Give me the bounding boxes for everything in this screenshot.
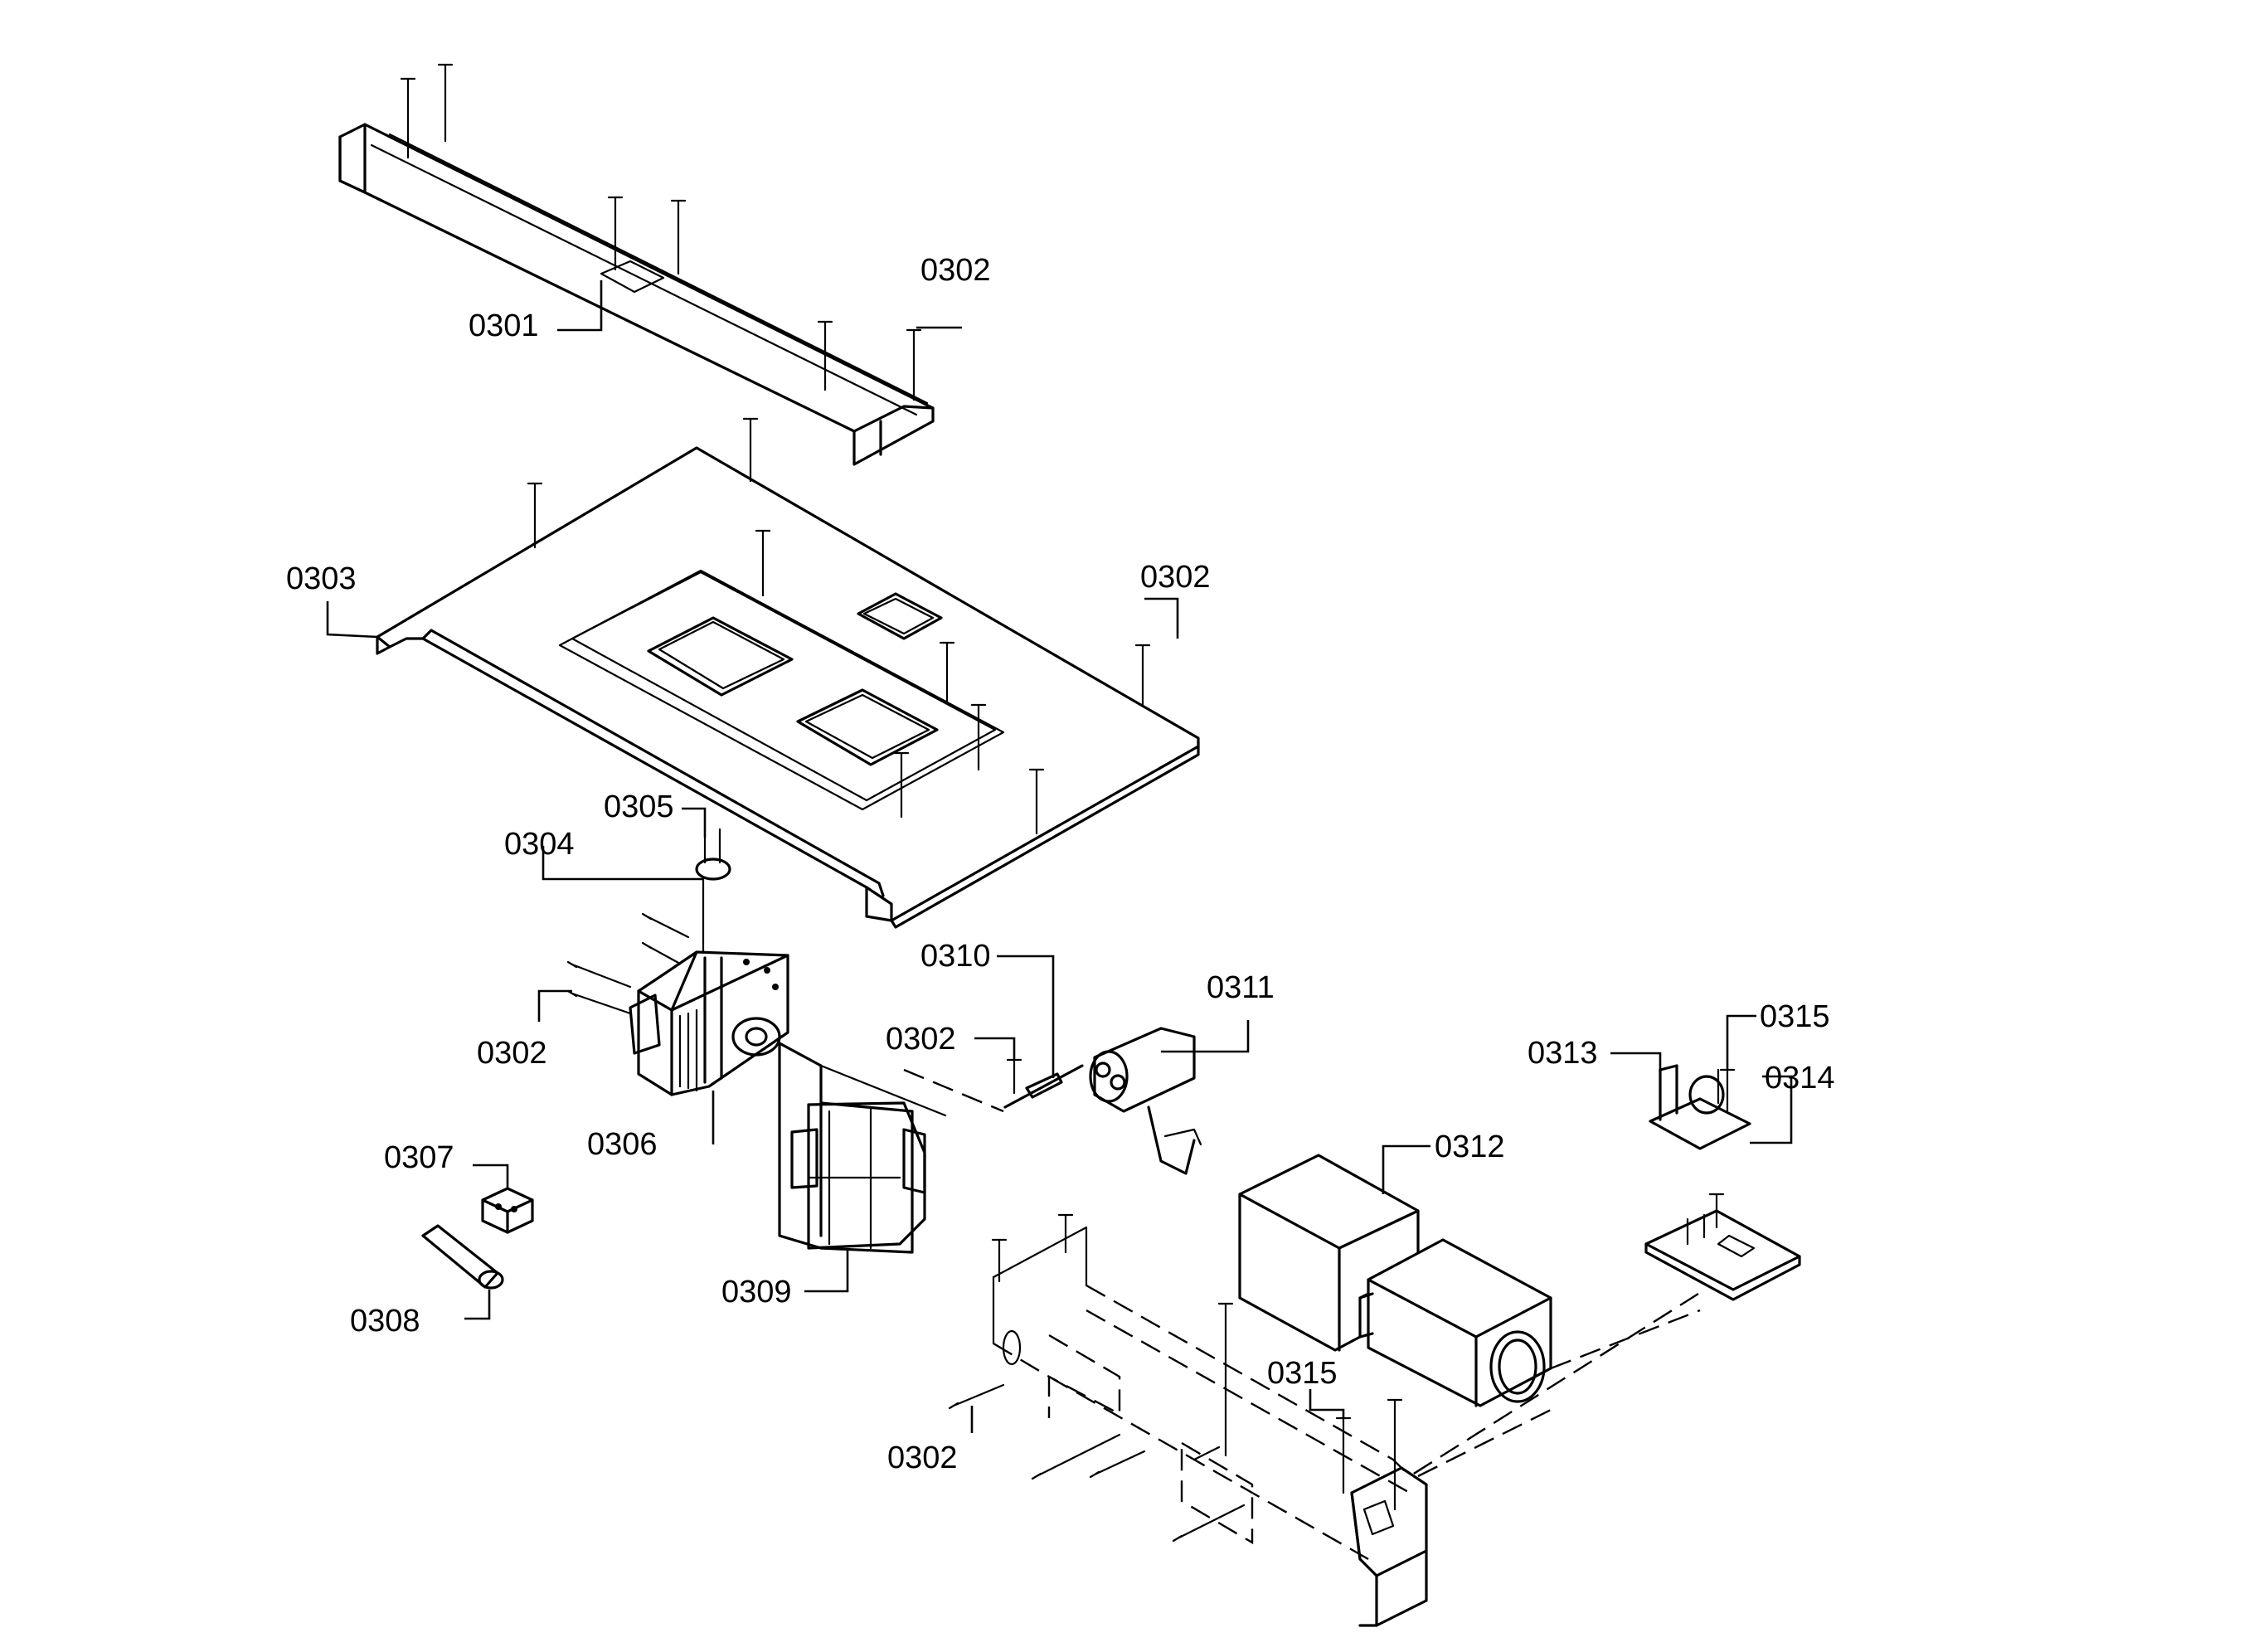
leader-lines: [326, 280, 1793, 1433]
callout-0307: 0307: [384, 1140, 454, 1175]
callout-0315-top: 0315: [1760, 999, 1830, 1034]
top-plate: [376, 446, 1200, 929]
control-bracket: [992, 1226, 1428, 1627]
hv-capacitor: [1089, 1027, 1202, 1175]
top-vent-rail: [338, 123, 935, 466]
callout-0313: 0313: [1528, 1036, 1598, 1071]
callout-0301: 0301: [469, 309, 539, 343]
rail-screws: [400, 63, 922, 401]
callout-0308: 0308: [350, 1304, 420, 1339]
callout-0311: 0311: [1207, 970, 1275, 1005]
callout-0309: 0309: [721, 1275, 792, 1309]
switch-assembly: [1649, 1064, 1751, 1150]
hv-transformer: [778, 1042, 947, 1254]
callout-0302-magnetron: 0302: [477, 1036, 547, 1071]
hv-diode: [903, 1058, 1084, 1113]
callout-0306: 0306: [587, 1127, 658, 1162]
callout-0302-plate: 0302: [1140, 560, 1211, 595]
callout-0312: 0312: [1435, 1130, 1505, 1164]
callout-0304: 0304: [504, 827, 575, 862]
callout-0310: 0310: [920, 939, 991, 974]
callout-0314: 0314: [1765, 1061, 1835, 1096]
callout-0315-bottom: 0315: [1267, 1356, 1338, 1391]
callout-0302-diode: 0302: [886, 1022, 956, 1057]
fan-motor: [1238, 1154, 1701, 1478]
plate-screws: [527, 417, 1151, 835]
thermal-cutout: [695, 828, 731, 881]
callout-0305: 0305: [604, 790, 674, 824]
magnetron: [629, 877, 789, 1096]
sensor-board: [1409, 1193, 1801, 1478]
callout-0302-bracket: 0302: [887, 1441, 958, 1475]
fuse-tube: [421, 1224, 504, 1290]
callout-0302-top: 0302: [920, 253, 991, 288]
callout-labels: 0302 0301 0303 0302 0305 0304 0302 0306 …: [286, 253, 1835, 1475]
magnetron-screws: [566, 912, 690, 1015]
callout-0303: 0303: [286, 561, 357, 596]
fuse-block: [481, 1187, 534, 1234]
bracket-screws: [948, 1213, 1403, 1543]
